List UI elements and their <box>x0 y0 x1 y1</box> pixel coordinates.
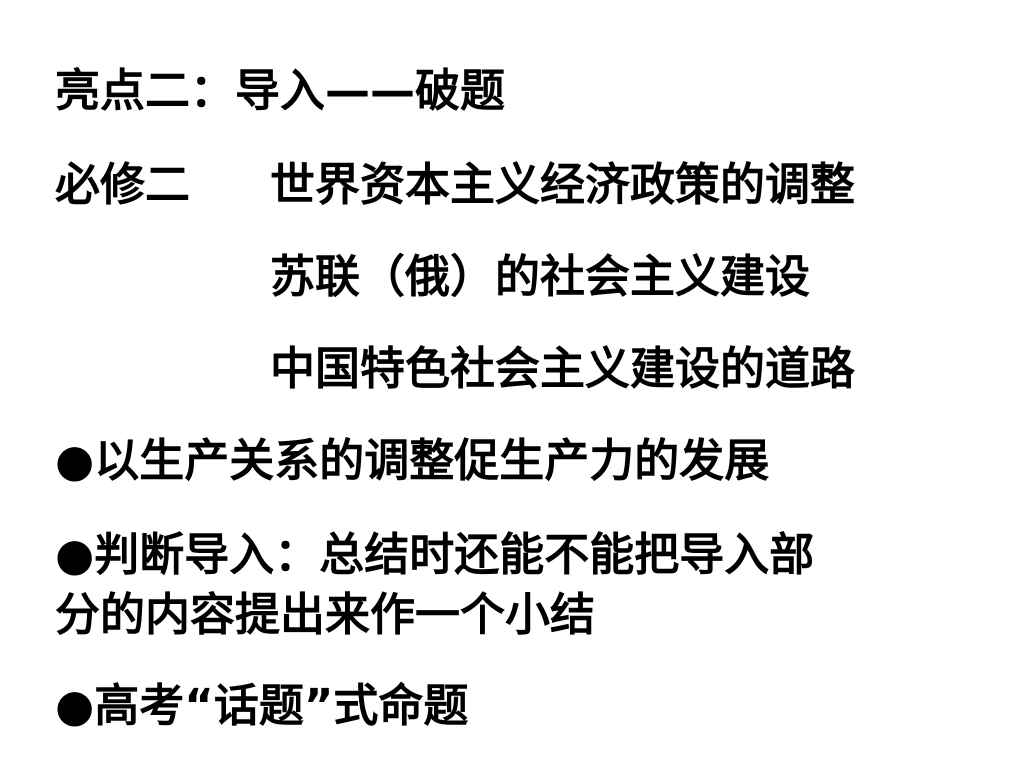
bullet-item: ●判断导入：总结时还能不能把导入部 <box>55 528 815 581</box>
slide-heading: 亮点二：导入——破题 <box>55 64 506 117</box>
topic-item: 苏联（俄）的社会主义建设 <box>270 250 811 303</box>
topic-item: 世界资本主义经济政策的调整 <box>270 158 856 211</box>
module-label: 必修二 <box>55 158 191 211</box>
bullet-item: ●以生产关系的调整促生产力的发展 <box>55 434 770 487</box>
topic-item: 中国特色社会主义建设的道路 <box>270 342 856 395</box>
bullet-continuation: 分的内容提出来作一个小结 <box>55 588 596 641</box>
bullet-item: ●高考“话题”式命题 <box>55 679 469 732</box>
